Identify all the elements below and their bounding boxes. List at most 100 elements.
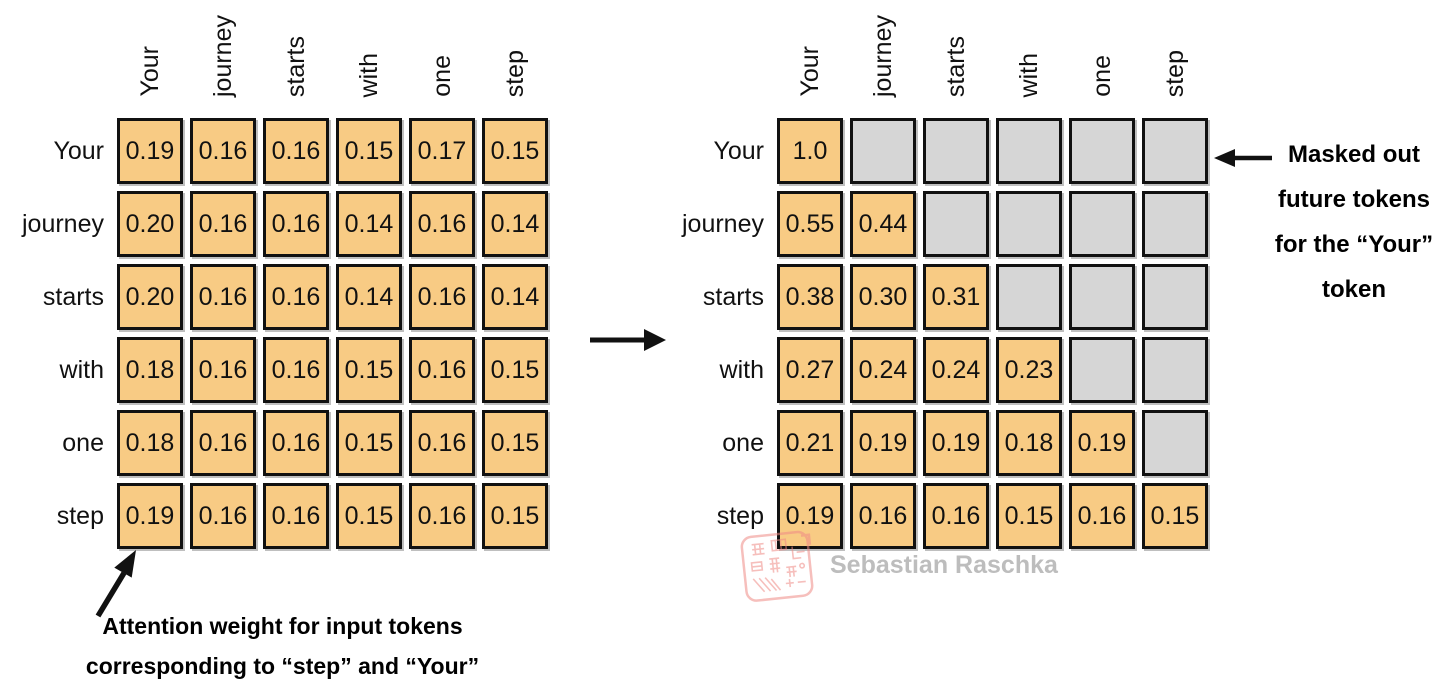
- left-attn-cell-5-0: 0.19: [117, 483, 183, 549]
- right-col-header-journey: journey: [850, 10, 916, 111]
- right-row-label-one: one: [722, 428, 764, 457]
- col-header-label: with: [354, 52, 383, 97]
- col-header-label: journey: [208, 15, 237, 97]
- right-attn-cell-5-1: 0.16: [850, 483, 916, 549]
- right-attn-cell-3-1: 0.24: [850, 337, 916, 403]
- left-attn-cell-0-0: 0.19: [117, 118, 183, 184]
- left-attn-cell-5-4: 0.16: [409, 483, 475, 549]
- left-row-label-your: Your: [53, 136, 104, 165]
- left-attn-cell-0-2: 0.16: [263, 118, 329, 184]
- left-col-header-with: with: [336, 10, 402, 111]
- right-attn-cell-3-3: 0.23: [996, 337, 1062, 403]
- left-col-header-your: Your: [117, 10, 183, 111]
- col-header-label: with: [1014, 52, 1043, 97]
- left-col-header-one: one: [409, 10, 475, 111]
- left-attn-cell-5-3: 0.15: [336, 483, 402, 549]
- left-attn-cell-4-0: 0.18: [117, 410, 183, 476]
- right-attn-cell-2-2: 0.31: [923, 264, 989, 330]
- left-attn-cell-1-0: 0.20: [117, 191, 183, 257]
- left-corner-spacer: [10, 10, 110, 111]
- left-attn-cell-3-5: 0.15: [482, 337, 548, 403]
- left-caption-line2: corresponding to “step” and “Your”: [85, 653, 480, 679]
- right-attn-cell-3-2: 0.24: [923, 337, 989, 403]
- right-masked-cell-2-4: [1069, 264, 1135, 330]
- left-attn-cell-4-3: 0.15: [336, 410, 402, 476]
- arrow-between-matrices-icon: [590, 329, 666, 351]
- left-caption-line1: Attention weight for input tokens: [102, 613, 463, 639]
- col-header-label: journey: [868, 15, 897, 97]
- left-row-label-starts: starts: [42, 282, 104, 311]
- right-row-label-starts: starts: [702, 282, 764, 311]
- right-row-label-your: Your: [713, 136, 764, 165]
- right-attn-cell-0-0: 1.0: [777, 118, 843, 184]
- left-col-header-step: step: [482, 10, 548, 111]
- right-col-header-your: Your: [777, 10, 843, 111]
- right-corner-spacer: [670, 10, 770, 111]
- left-attn-cell-3-3: 0.15: [336, 337, 402, 403]
- right-col-header-with: with: [996, 10, 1062, 111]
- left-attn-cell-3-4: 0.16: [409, 337, 475, 403]
- col-header-label: one: [427, 55, 456, 97]
- circuit-stamp-logo-icon: [740, 530, 814, 602]
- right-row-label-journey: journey: [682, 209, 764, 238]
- left-row-label-one: one: [62, 428, 104, 457]
- left-attn-cell-4-2: 0.16: [263, 410, 329, 476]
- right-masked-cell-0-1: [850, 118, 916, 184]
- right-attn-cell-4-1: 0.19: [850, 410, 916, 476]
- col-header-label: step: [500, 49, 529, 97]
- right-col-header-one: one: [1069, 10, 1135, 111]
- col-header-label: starts: [281, 35, 310, 97]
- left-row-label-with: with: [59, 355, 104, 384]
- right-masked-cell-3-5: [1142, 337, 1208, 403]
- left-attn-cell-1-1: 0.16: [190, 191, 256, 257]
- left-attn-cell-2-5: 0.14: [482, 264, 548, 330]
- right-attn-cell-1-0: 0.55: [777, 191, 843, 257]
- left-attn-cell-5-2: 0.16: [263, 483, 329, 549]
- left-attn-cell-2-3: 0.14: [336, 264, 402, 330]
- right-col-header-step: step: [1142, 10, 1208, 111]
- col-header-label: Your: [135, 46, 164, 97]
- right-col-header-starts: starts: [923, 10, 989, 111]
- right-caption: Masked out future tokens for the “Your” …: [1252, 132, 1456, 312]
- right-masked-cell-2-3: [996, 264, 1062, 330]
- right-attn-cell-3-0: 0.27: [777, 337, 843, 403]
- right-attn-cell-4-3: 0.18: [996, 410, 1062, 476]
- right-attn-cell-1-1: 0.44: [850, 191, 916, 257]
- left-col-header-journey: journey: [190, 10, 256, 111]
- col-header-label: one: [1087, 55, 1116, 97]
- left-attn-cell-5-1: 0.16: [190, 483, 256, 549]
- col-header-label: Your: [795, 46, 824, 97]
- right-attn-cell-2-1: 0.30: [850, 264, 916, 330]
- left-attn-cell-2-0: 0.20: [117, 264, 183, 330]
- left-attn-cell-2-4: 0.16: [409, 264, 475, 330]
- right-masked-cell-1-4: [1069, 191, 1135, 257]
- right-attn-cell-5-4: 0.16: [1069, 483, 1135, 549]
- right-masked-cell-0-4: [1069, 118, 1135, 184]
- left-attn-cell-1-5: 0.14: [482, 191, 548, 257]
- left-attn-cell-3-0: 0.18: [117, 337, 183, 403]
- right-attn-cell-5-5: 0.15: [1142, 483, 1208, 549]
- left-attn-cell-4-1: 0.16: [190, 410, 256, 476]
- right-caption-line1: Masked out: [1287, 141, 1421, 168]
- right-attn-cell-4-4: 0.19: [1069, 410, 1135, 476]
- right-masked-cell-3-4: [1069, 337, 1135, 403]
- left-attn-cell-2-2: 0.16: [263, 264, 329, 330]
- right-attn-cell-2-0: 0.38: [777, 264, 843, 330]
- right-attn-cell-4-0: 0.21: [777, 410, 843, 476]
- left-attn-cell-5-5: 0.15: [482, 483, 548, 549]
- left-caption: Attention weight for input tokens corres…: [30, 606, 535, 686]
- watermark: Sebastian Raschka: [740, 528, 1058, 604]
- right-masked-cell-0-2: [923, 118, 989, 184]
- arrow-masked-pointer-icon: [1214, 149, 1272, 167]
- left-attn-cell-0-3: 0.15: [336, 118, 402, 184]
- left-attn-cell-4-5: 0.15: [482, 410, 548, 476]
- left-attn-cell-1-4: 0.16: [409, 191, 475, 257]
- left-attn-cell-1-3: 0.14: [336, 191, 402, 257]
- right-attn-cell-5-2: 0.16: [923, 483, 989, 549]
- left-attn-cell-0-1: 0.16: [190, 118, 256, 184]
- right-masked-cell-2-5: [1142, 264, 1208, 330]
- right-row-label-with: with: [719, 355, 764, 384]
